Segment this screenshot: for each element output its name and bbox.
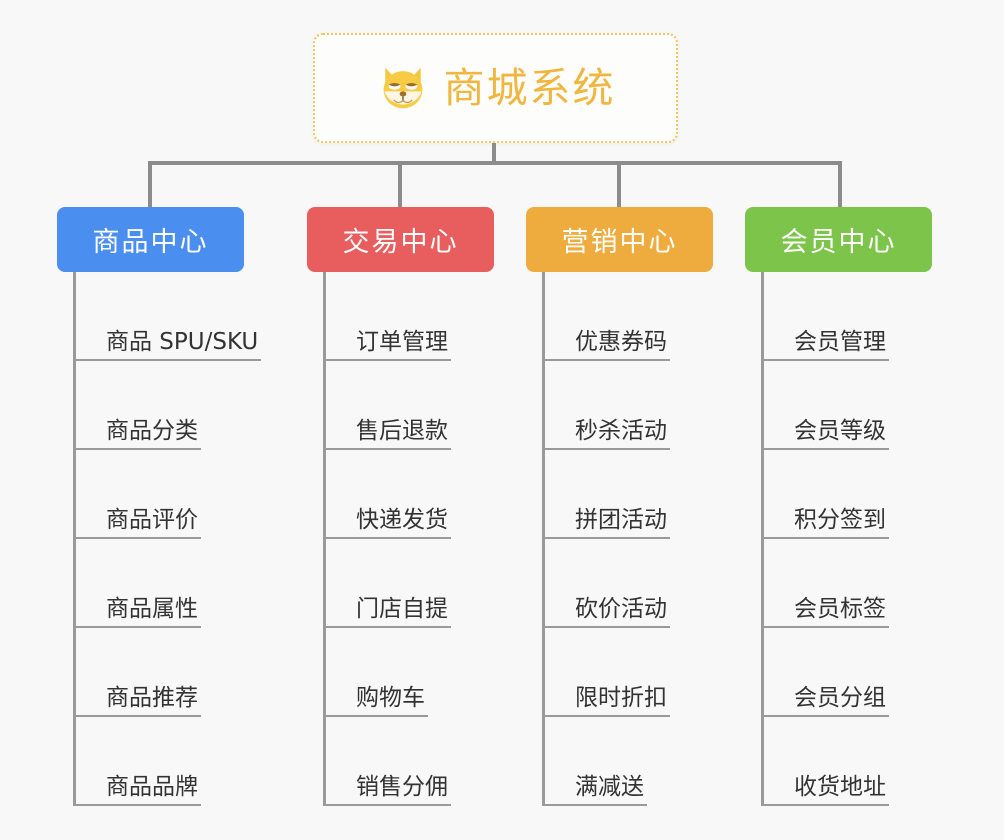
leaf-label: 商品 SPU/SKU	[106, 328, 259, 355]
list-item[interactable]: 售后退款	[323, 361, 494, 450]
list-item[interactable]: 订单管理	[323, 272, 494, 361]
list-item[interactable]: 满减送	[542, 717, 713, 806]
list-item[interactable]: 拼团活动	[542, 450, 713, 539]
leaf-label: 商品品牌	[106, 773, 198, 800]
list-item[interactable]: 商品推荐	[73, 628, 244, 717]
category-title: 营销中心	[561, 227, 678, 258]
leaf-underline	[761, 448, 889, 450]
leaf-label: 订单管理	[356, 328, 448, 355]
root-node[interactable]: 商城系统	[313, 33, 678, 143]
leaf-underline	[73, 804, 201, 806]
leaf-label: 会员管理	[794, 328, 886, 355]
leaf-label: 会员分组	[794, 684, 886, 711]
category-title: 商品中心	[92, 227, 209, 258]
list-item[interactable]: 优惠券码	[542, 272, 713, 361]
leaf-label: 砍价活动	[575, 595, 667, 622]
category-header-trade-center[interactable]: 交易中心	[307, 207, 494, 272]
leaf-underline	[73, 626, 201, 628]
root-title: 商城系统	[443, 63, 616, 112]
leaf-label: 售后退款	[356, 417, 448, 444]
connector-root-stem	[492, 143, 496, 165]
leaf-label: 会员等级	[794, 417, 886, 444]
category-header-member-center[interactable]: 会员中心	[745, 207, 932, 272]
leaf-label: 购物车	[356, 684, 425, 711]
list-item[interactable]: 门店自提	[323, 539, 494, 628]
category-header-marketing-center[interactable]: 营销中心	[526, 207, 713, 272]
leaf-underline	[542, 448, 670, 450]
list-item[interactable]: 会员等级	[761, 361, 932, 450]
list-item[interactable]: 商品品牌	[73, 717, 244, 806]
leaf-label: 限时折扣	[575, 684, 667, 711]
leaf-underline	[761, 715, 889, 717]
leaf-label: 商品推荐	[106, 684, 198, 711]
leaf-underline	[542, 715, 670, 717]
leaf-rail-product-center: 商品 SPU/SKU 商品分类 商品评价 商品属性 商品推荐 商品品牌	[73, 272, 261, 806]
category-header-product-center[interactable]: 商品中心	[57, 207, 244, 272]
leaf-label: 快递发货	[356, 506, 448, 533]
leaf-label: 会员标签	[794, 595, 886, 622]
leaf-underline	[542, 359, 670, 361]
leaf-underline	[761, 537, 889, 539]
list-item[interactable]: 销售分佣	[323, 717, 494, 806]
leaf-label: 收货地址	[794, 773, 886, 800]
connector-drop-2	[398, 161, 402, 209]
leaf-label: 优惠券码	[575, 328, 667, 355]
column-trade-center: 交易中心 订单管理 售后退款 快递发货 门店自提 购物车 销售分佣	[307, 207, 494, 806]
leaf-label: 拼团活动	[575, 506, 667, 533]
leaf-label: 积分签到	[794, 506, 886, 533]
leaf-underline	[761, 626, 889, 628]
leaf-underline	[542, 537, 670, 539]
connector-drop-1	[148, 161, 152, 209]
leaf-underline	[761, 804, 889, 806]
leaf-underline	[73, 715, 201, 717]
list-item[interactable]: 商品 SPU/SKU	[73, 272, 261, 361]
leaf-label: 秒杀活动	[575, 417, 667, 444]
connector-drop-3	[617, 161, 621, 209]
list-item[interactable]: 限时折扣	[542, 628, 713, 717]
leaf-underline	[542, 804, 647, 806]
list-item[interactable]: 商品分类	[73, 361, 244, 450]
list-item[interactable]: 砍价活动	[542, 539, 713, 628]
list-item[interactable]: 秒杀活动	[542, 361, 713, 450]
leaf-underline	[323, 804, 451, 806]
column-marketing-center: 营销中心 优惠券码 秒杀活动 拼团活动 砍价活动 限时折扣 满减送	[526, 207, 713, 806]
leaf-underline	[73, 537, 201, 539]
leaf-rail-marketing-center: 优惠券码 秒杀活动 拼团活动 砍价活动 限时折扣 满减送	[542, 272, 713, 806]
root-node-content: 商城系统	[376, 61, 616, 115]
leaf-underline	[323, 626, 451, 628]
category-title: 会员中心	[780, 227, 897, 258]
leaf-underline	[761, 359, 889, 361]
list-item[interactable]: 快递发货	[323, 450, 494, 539]
leaf-underline	[73, 359, 261, 361]
leaf-underline	[323, 448, 451, 450]
leaf-label: 满减送	[575, 773, 644, 800]
leaf-underline	[323, 715, 428, 717]
column-member-center: 会员中心 会员管理 会员等级 积分签到 会员标签 会员分组 收货地址	[745, 207, 932, 806]
leaf-underline	[323, 359, 451, 361]
dog-face-icon	[383, 67, 422, 109]
connector-horizontal-bus	[148, 161, 842, 165]
list-item[interactable]: 会员管理	[761, 272, 932, 361]
connector-drop-4	[838, 161, 842, 209]
leaf-label: 商品属性	[106, 595, 198, 622]
list-item[interactable]: 收货地址	[761, 717, 932, 806]
leaf-label: 销售分佣	[356, 773, 448, 800]
list-item[interactable]: 积分签到	[761, 450, 932, 539]
leaf-underline	[73, 448, 201, 450]
column-product-center: 商品中心 商品 SPU/SKU 商品分类 商品评价 商品属性 商品推荐 商品品牌	[57, 207, 261, 806]
leaf-label: 商品评价	[106, 506, 198, 533]
category-title: 交易中心	[342, 227, 459, 258]
list-item[interactable]: 购物车	[323, 628, 494, 717]
leaf-underline	[542, 626, 670, 628]
leaf-rail-member-center: 会员管理 会员等级 积分签到 会员标签 会员分组 收货地址	[761, 272, 932, 806]
list-item[interactable]: 商品评价	[73, 450, 244, 539]
list-item[interactable]: 会员分组	[761, 628, 932, 717]
leaf-underline	[323, 537, 451, 539]
leaf-rail-trade-center: 订单管理 售后退款 快递发货 门店自提 购物车 销售分佣	[323, 272, 494, 806]
leaf-label: 门店自提	[356, 595, 448, 622]
list-item[interactable]: 会员标签	[761, 539, 932, 628]
list-item[interactable]: 商品属性	[73, 539, 244, 628]
leaf-label: 商品分类	[106, 417, 198, 444]
